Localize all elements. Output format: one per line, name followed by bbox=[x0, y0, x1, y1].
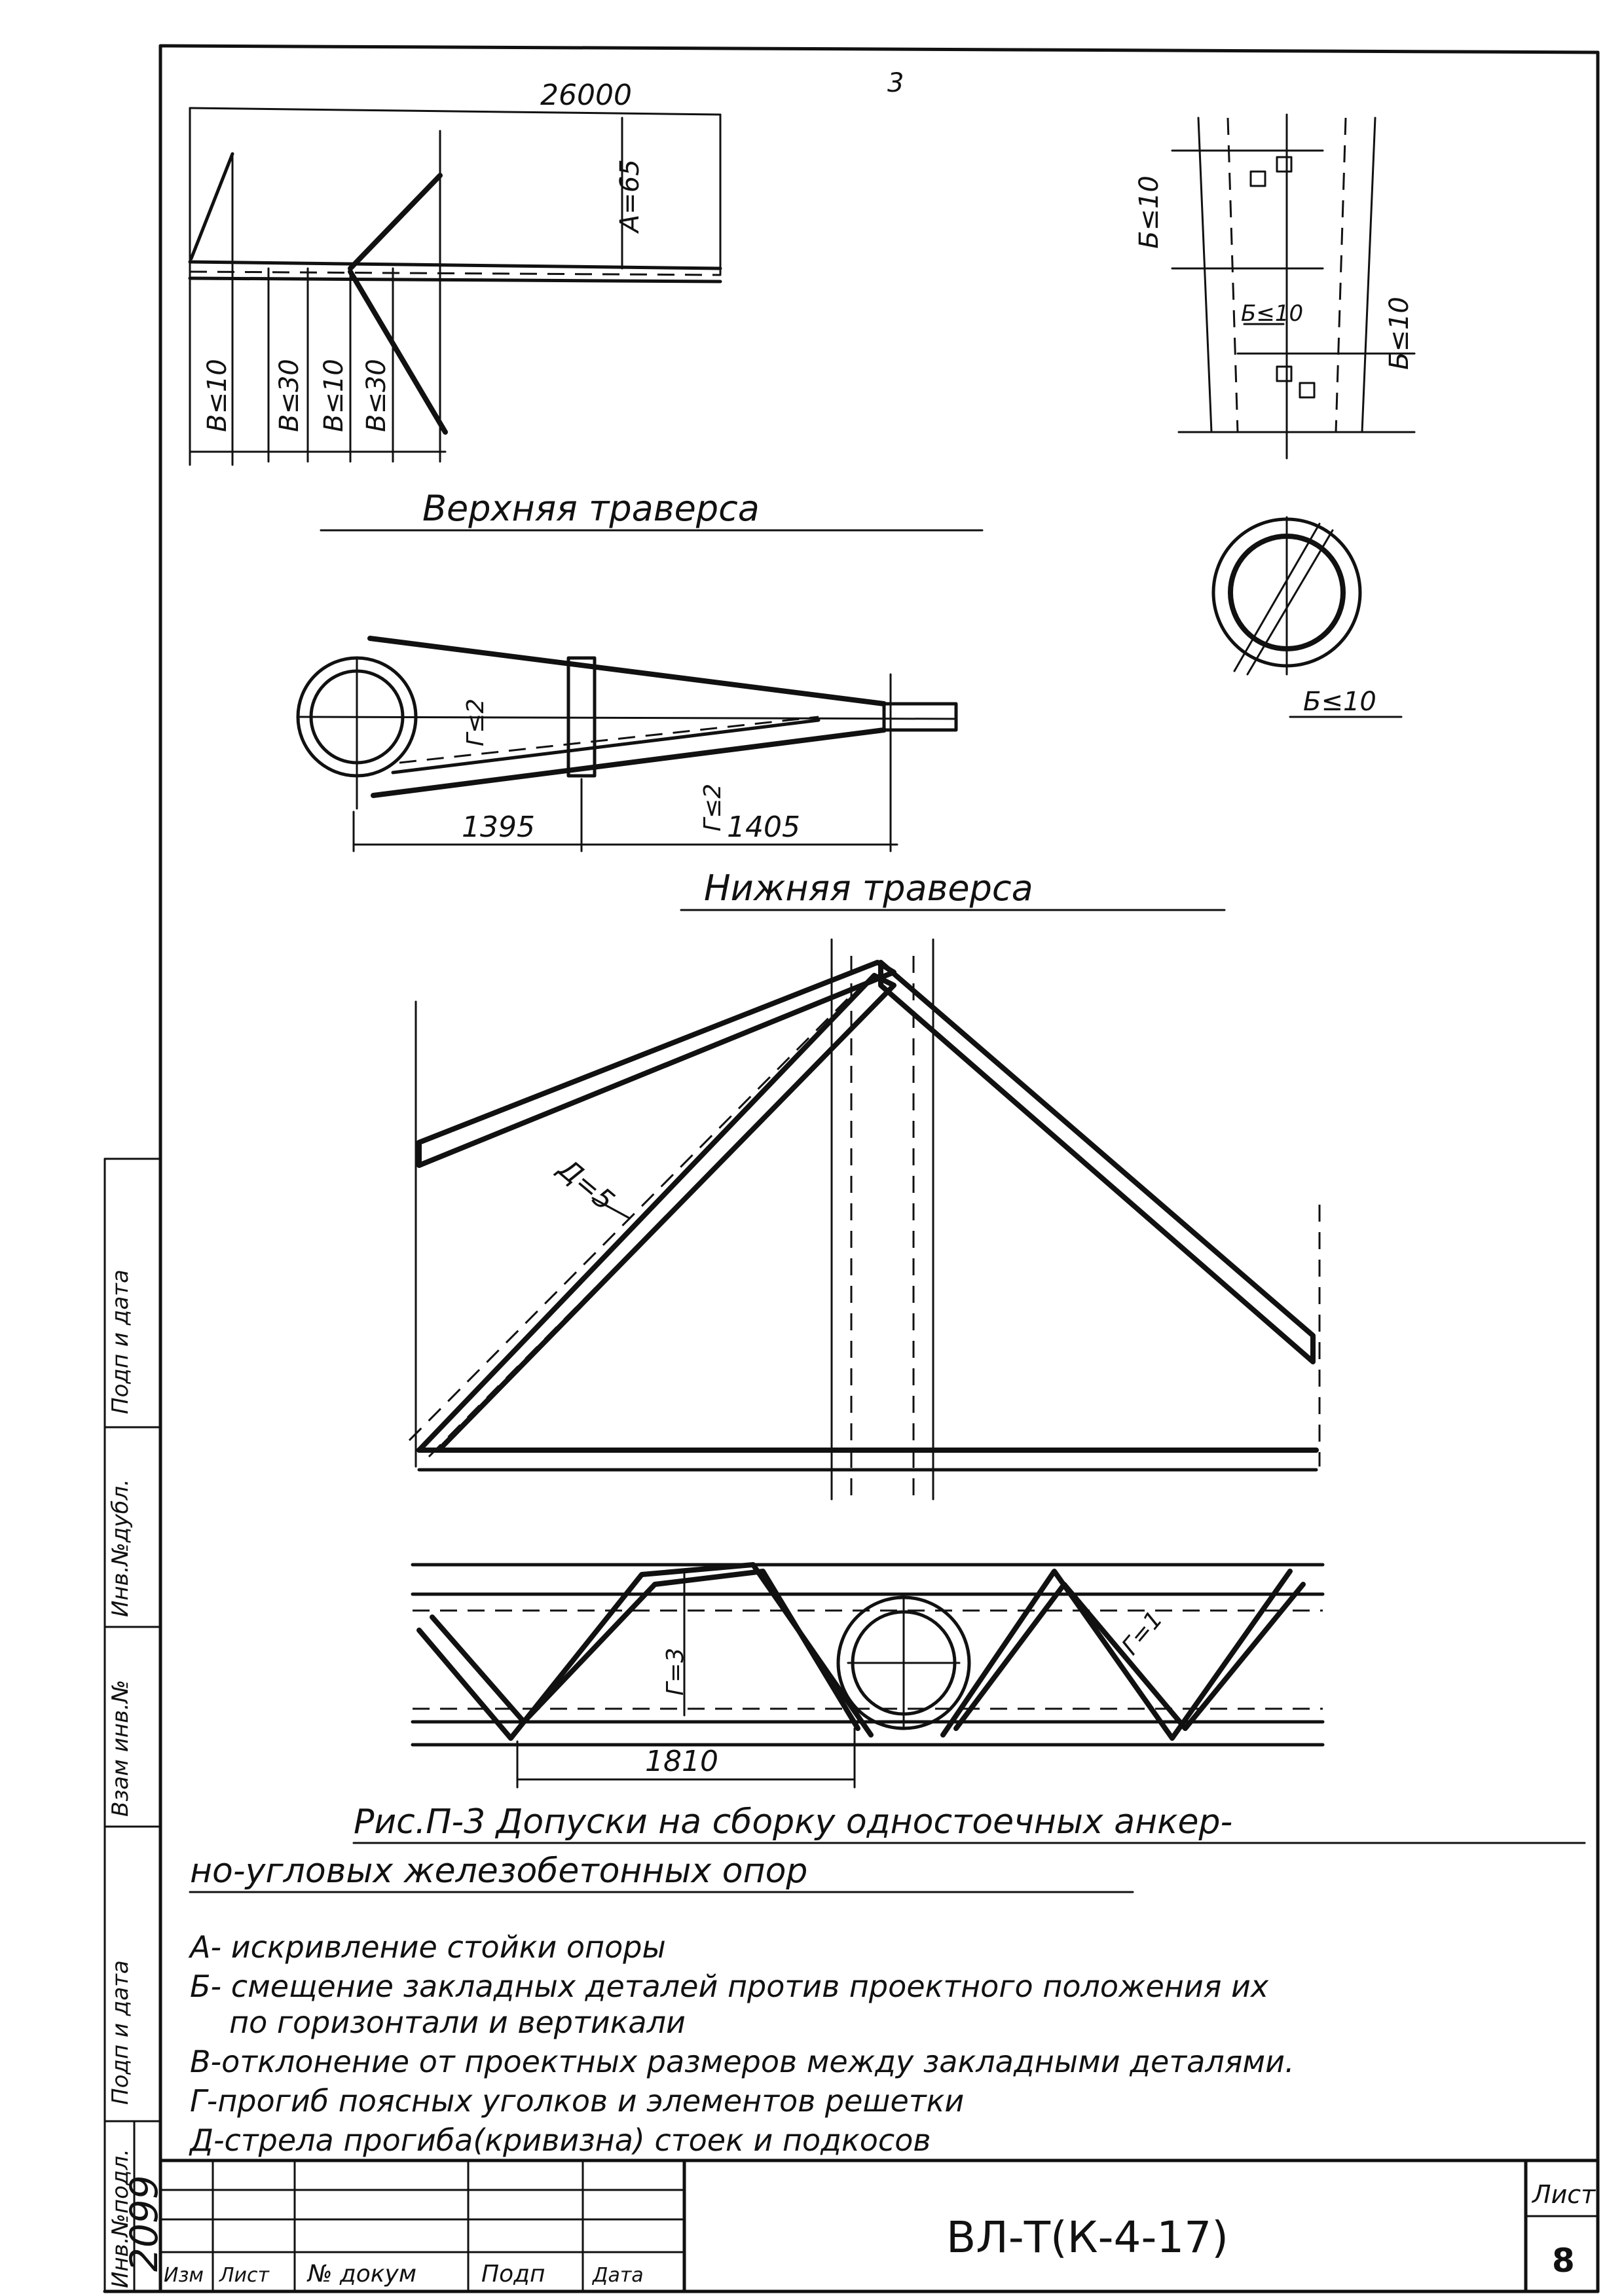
title-col-izm: Изм bbox=[164, 2264, 204, 2287]
embedded-detail-drawing bbox=[1171, 113, 1416, 718]
lattice-gamma-2: Г=1 bbox=[1116, 1606, 1168, 1660]
detail-dim-circle: Б≤10 bbox=[1303, 687, 1376, 717]
side-stamp-inv-podl: Инв.№подл. bbox=[107, 2149, 134, 2288]
legend-item-A: А- искривление стойки опоры bbox=[188, 1929, 666, 1965]
sheet-number: 8 bbox=[1552, 2242, 1575, 2280]
detail-dim-right: Б≤10 bbox=[1384, 297, 1414, 370]
lattice-drawing bbox=[411, 1562, 1325, 1789]
truss-drawing bbox=[408, 938, 1321, 1501]
side-stamp-podp-data-1: Подп и дата bbox=[107, 1960, 134, 2105]
legend-item-B: Б- смещение закладных деталей против про… bbox=[190, 1969, 1269, 2004]
inventory-number: 2099 bbox=[122, 2175, 166, 2272]
side-stamp-inv-dubl: Инв.№дубл. bbox=[107, 1479, 134, 1617]
legend-item-V: В-отклонение от проектных размеров между… bbox=[190, 2044, 1295, 2079]
lattice-gamma-1: Г=3 bbox=[662, 1648, 689, 1696]
title-col-doc: № докум bbox=[306, 2261, 416, 2287]
dim-B-2: В≤30 bbox=[274, 359, 304, 432]
designation: ВЛ-Т(К-4-17) bbox=[946, 2212, 1228, 2263]
lattice-dim: 1810 bbox=[645, 1745, 718, 1778]
legend-item-D: Д-стрела прогиба(кривизна) стоек и подко… bbox=[189, 2123, 931, 2158]
dim-B-4: В≤30 bbox=[361, 359, 392, 432]
dim-B-1: В≤10 bbox=[202, 359, 232, 432]
bottom-traverse-title: Нижняя траверса bbox=[704, 867, 1033, 909]
title-col-podp: Подп bbox=[481, 2261, 545, 2287]
legend-item-G: Г-прогиб поясных уголков и элементов реш… bbox=[190, 2083, 964, 2119]
detail-dim-top: Б≤10 bbox=[1134, 175, 1164, 249]
caption-line-1: Рис.П-3 Допуски на сборку одностоечных а… bbox=[354, 1802, 1232, 1842]
detail-dim-mid: Б≤10 bbox=[1241, 301, 1303, 327]
caption-line-2: но-угловых железобетонных опор bbox=[190, 1851, 807, 1891]
bottom-dim-2: 1405 bbox=[727, 811, 800, 844]
page-mark: 3 bbox=[887, 68, 904, 98]
side-stamp-podp-data-2: Подп и дата bbox=[107, 1269, 134, 1414]
dim-A: А=65 bbox=[615, 159, 645, 234]
bottom-gamma-2: Г≤2 bbox=[699, 784, 726, 831]
top-traverse-drawing bbox=[188, 107, 722, 466]
top-traverse-title: Верхняя траверса bbox=[422, 488, 760, 529]
dim-B-3: В≤10 bbox=[319, 359, 349, 432]
bottom-dim-1: 1395 bbox=[462, 811, 535, 844]
title-block bbox=[158, 2159, 1600, 2293]
side-stamp-vzam-inv: Взам инв.№ bbox=[107, 1680, 134, 1817]
bottom-traverse-drawing bbox=[296, 636, 958, 852]
title-col-list: Лист bbox=[219, 2264, 270, 2287]
legend-item-B-cont: по горизонтали и вертикали bbox=[229, 2005, 686, 2040]
bottom-gamma-1: Г≤2 bbox=[462, 699, 489, 746]
dim-length: 26000 bbox=[540, 79, 632, 112]
legend: А- искривление стойки опоры Б- смещение … bbox=[188, 1929, 1295, 2158]
caption: Рис.П-3 Допуски на сборку одностоечных а… bbox=[189, 1802, 1586, 1893]
sheet-frame bbox=[103, 44, 1600, 2293]
sheet-label: Лист bbox=[1531, 2180, 1596, 2209]
title-col-data: Дата bbox=[591, 2264, 644, 2287]
